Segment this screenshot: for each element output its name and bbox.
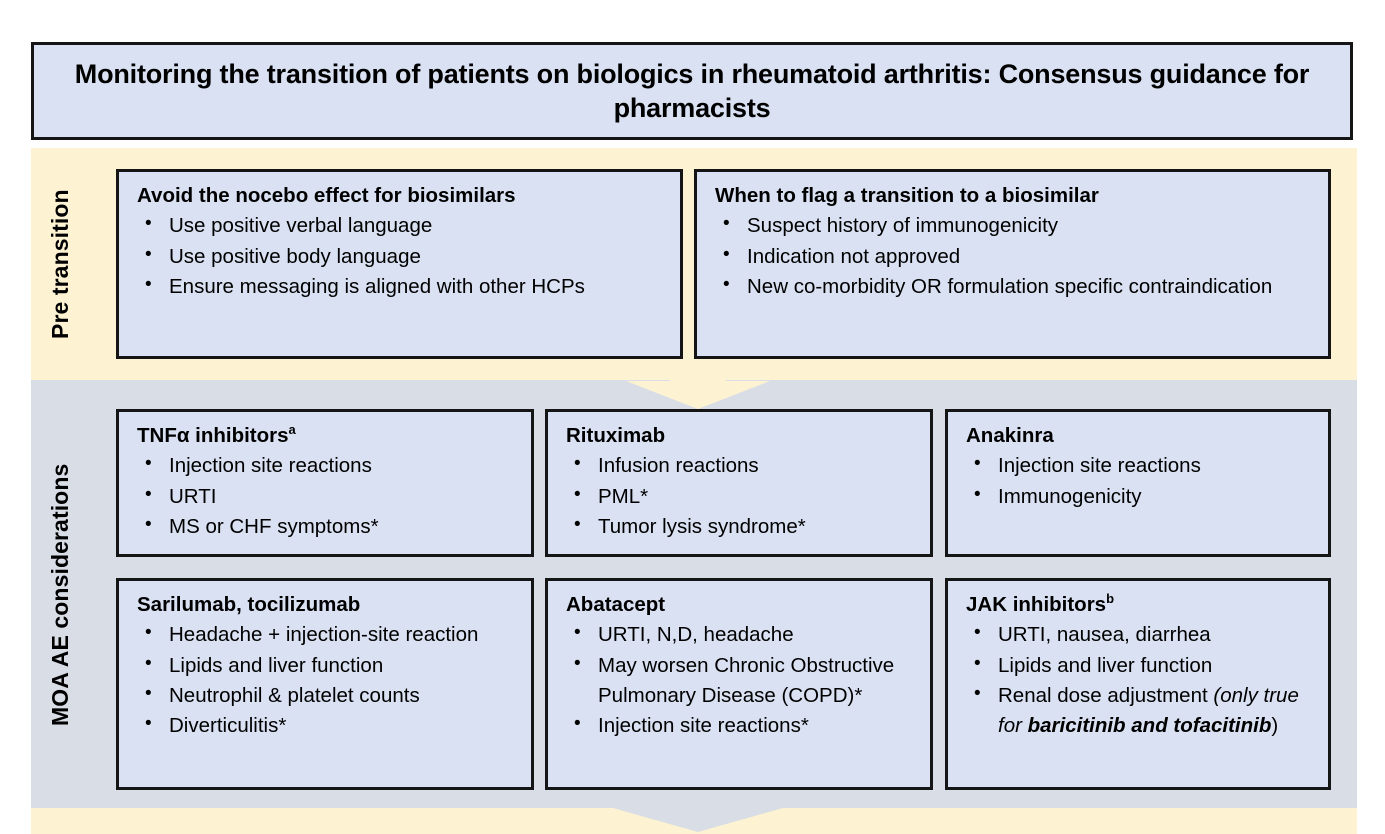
card-heading-text: TNFα inhibitors	[137, 424, 289, 447]
card-heading: When to flag a transition to a biosimila…	[715, 184, 1099, 207]
card-tnf-alpha-inhibitors: TNFα inhibitorsa Injection site reaction…	[116, 409, 534, 557]
list-item: Neutrophil & platelet counts	[137, 680, 521, 711]
section-label-pre-transition: Pre transition	[47, 189, 73, 339]
list-item: Tumor lysis syndrome*	[566, 511, 920, 542]
list-item: Indication not approved	[715, 241, 1318, 272]
card-heading: Abatacept	[566, 593, 666, 616]
list-item: Lipids and liver function	[137, 650, 521, 681]
list-item: May worsen Chronic Obstructive Pulmonary…	[566, 650, 920, 712]
card-bullet-list: Headache + injection-site reaction Lipid…	[137, 619, 521, 741]
card-heading: Avoid the nocebo effect for biosimilars	[137, 184, 516, 207]
list-item: New co-morbidity OR formulation specific…	[715, 271, 1318, 302]
card-heading-footnote: a	[288, 422, 296, 438]
card-bullet-list: Suspect history of immunogenicity Indica…	[715, 210, 1318, 302]
list-item: Injection site reactions	[966, 450, 1318, 481]
list-item: Diverticulitis*	[137, 710, 521, 741]
card-sarilumab-tocilizumab: Sarilumab, tocilizumab Headache + inject…	[116, 578, 534, 790]
list-item: Headache + injection-site reaction	[137, 619, 521, 650]
page-title: Monitoring the transition of patients on…	[74, 58, 1310, 123]
card-heading: TNFα inhibitorsa	[137, 422, 521, 448]
card-heading-footnote: b	[1106, 591, 1115, 607]
bullet-italic-part: (only true for	[998, 683, 1299, 738]
list-item: Lipids and liver function	[966, 650, 1318, 681]
card-jak-inhibitors: JAK inhibitorsb URTI, nausea, diarrhea L…	[945, 578, 1331, 790]
card-bullet-list: URTI, N,D, headache May worsen Chronic O…	[566, 619, 920, 741]
card-anakinra: Anakinra Injection site reactions Immuno…	[945, 409, 1331, 557]
card-bullet-list: Injection site reactions URTI MS or CHF …	[137, 450, 521, 542]
list-item: URTI, nausea, diarrhea	[966, 619, 1318, 650]
list-item: Use positive body language	[137, 241, 670, 272]
list-item: URTI, N,D, headache	[566, 619, 920, 650]
card-rituximab: Rituximab Infusion reactions PML* Tumor …	[545, 409, 933, 557]
card-bullet-list: Infusion reactions PML* Tumor lysis synd…	[566, 450, 920, 542]
list-item: PML*	[566, 481, 920, 512]
card-bullet-list: URTI, nausea, diarrhea Lipids and liver …	[966, 619, 1318, 742]
bullet-italic-bold-part: baricitinib and tofacitinib	[1027, 714, 1272, 738]
list-item: Infusion reactions	[566, 450, 920, 481]
down-arrow-pre-to-moa-icon	[618, 363, 778, 411]
card-bullet-list: Use positive verbal language Use positiv…	[137, 210, 670, 302]
list-item: Suspect history of immunogenicity	[715, 210, 1318, 241]
card-bullet-list: Injection site reactions Immunogenicity	[966, 450, 1318, 512]
list-item: Injection site reactions	[137, 450, 521, 481]
list-item: Renal dose adjustment (only true for bar…	[966, 680, 1318, 742]
card-heading: Sarilumab, tocilizumab	[137, 593, 361, 616]
card-heading-text: JAK inhibitors	[966, 593, 1107, 616]
bullet-plain-part: Renal dose adjustment	[998, 683, 1214, 707]
figure-title-box: Monitoring the transition of patients on…	[31, 42, 1353, 140]
list-item: Immunogenicity	[966, 481, 1318, 512]
card-when-to-flag-transition: When to flag a transition to a biosimila…	[694, 169, 1331, 359]
list-item: Use positive verbal language	[137, 210, 670, 241]
bullet-tail-part: )	[1271, 714, 1279, 738]
down-arrow-moa-to-post-icon	[598, 792, 798, 834]
card-heading: Anakinra	[966, 424, 1054, 447]
list-item: Ensure messaging is aligned with other H…	[137, 271, 670, 302]
list-item: URTI	[137, 481, 521, 512]
card-heading: Rituximab	[566, 424, 666, 447]
section-label-moa-ae-considerations: MOA AE considerations	[47, 463, 73, 727]
list-item: MS or CHF symptoms*	[137, 511, 521, 542]
card-heading: JAK inhibitorsb	[966, 591, 1318, 617]
list-item: Injection site reactions*	[566, 710, 920, 741]
card-abatacept: Abatacept URTI, N,D, headache May worsen…	[545, 578, 933, 790]
card-avoid-nocebo-effect: Avoid the nocebo effect for biosimilars …	[116, 169, 683, 359]
